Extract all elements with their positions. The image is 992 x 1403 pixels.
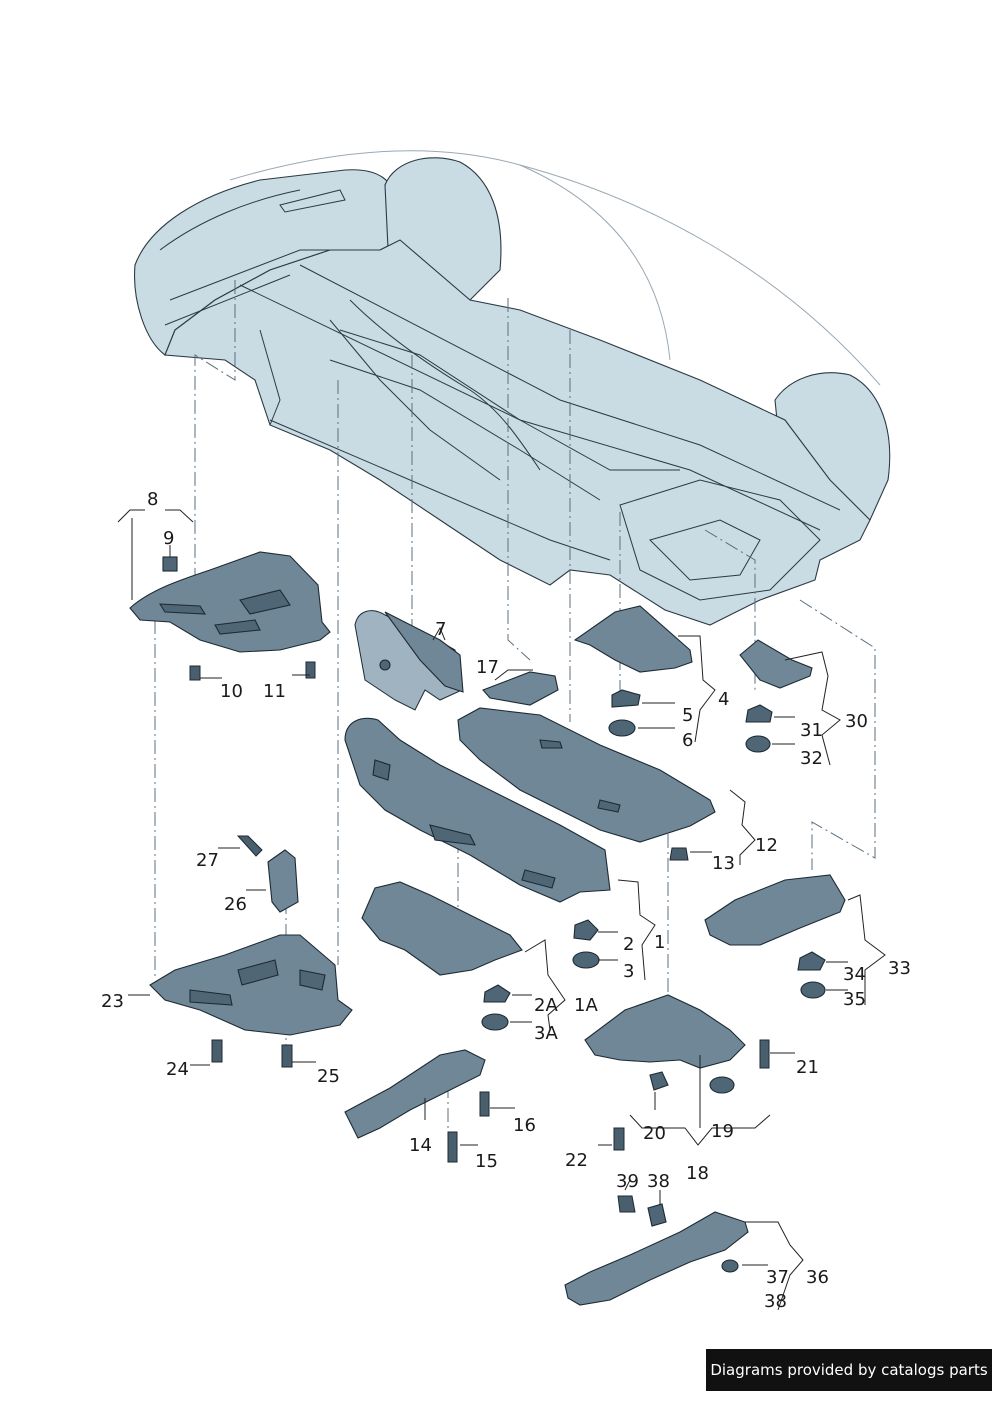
callout-1A: 1A <box>574 995 598 1016</box>
part-30-cover <box>739 639 813 753</box>
callout-7: 7 <box>435 619 446 640</box>
leader-lines <box>117 509 886 1311</box>
callout-2A: 2A <box>534 995 558 1016</box>
callout-17: 17 <box>476 657 499 678</box>
callout-9: 9 <box>163 528 174 549</box>
callout-4: 4 <box>718 689 729 710</box>
callout-30: 30 <box>845 711 868 732</box>
part-4-cover <box>573 605 693 737</box>
callout-labels: 8 9 10 11 7 17 5 4 6 31 30 32 12 13 1 2 … <box>101 489 911 1312</box>
vehicle-underbody <box>134 150 891 626</box>
callout-37: 37 <box>766 1267 789 1288</box>
callout-24: 24 <box>166 1059 189 1080</box>
part-26-bracket <box>236 835 299 913</box>
callout-33: 33 <box>888 958 911 979</box>
callout-3: 3 <box>623 961 634 982</box>
callout-10: 10 <box>220 681 243 702</box>
callout-20: 20 <box>643 1123 666 1144</box>
callout-35: 35 <box>843 989 866 1010</box>
part-23-front-guard <box>149 934 353 1068</box>
part-17-bracket <box>482 671 559 706</box>
part-14-panel <box>344 1049 490 1163</box>
callout-18: 18 <box>686 1163 709 1184</box>
callout-3A: 3A <box>534 1023 558 1044</box>
callout-11: 11 <box>263 681 286 702</box>
callout-31: 31 <box>800 720 823 741</box>
callout-25: 25 <box>317 1066 340 1087</box>
callout-6: 6 <box>682 730 693 751</box>
callout-21: 21 <box>796 1057 819 1078</box>
callout-13: 13 <box>712 853 735 874</box>
reference-lines <box>154 280 876 1140</box>
callout-32: 32 <box>800 748 823 769</box>
callout-14: 14 <box>409 1135 432 1156</box>
callout-16: 16 <box>513 1115 536 1136</box>
callout-5: 5 <box>682 705 693 726</box>
callout-23: 23 <box>101 991 124 1012</box>
attribution-text: Diagrams provided by catalogs parts <box>710 1361 988 1379</box>
part-12-side-panel <box>457 707 716 861</box>
callout-19: 19 <box>711 1121 734 1142</box>
attribution-badge: Diagrams provided by catalogs parts <box>706 1349 992 1391</box>
callout-2: 2 <box>623 934 634 955</box>
part-1-tunnel-panel <box>344 717 611 969</box>
part-36-panel <box>564 1195 749 1306</box>
part-33-panel <box>704 874 846 999</box>
callout-38-bottom: 38 <box>764 1291 787 1312</box>
part-1A-panel <box>361 881 523 1031</box>
callout-15: 15 <box>475 1151 498 1172</box>
callout-34: 34 <box>843 964 866 985</box>
part-8-rear-guard <box>129 551 331 681</box>
callout-12: 12 <box>755 835 778 856</box>
callout-22: 22 <box>565 1150 588 1171</box>
callout-8: 8 <box>147 489 158 510</box>
callout-26: 26 <box>224 894 247 915</box>
part-18-panel <box>584 994 770 1151</box>
callout-38-top: 38 <box>647 1171 670 1192</box>
callout-36: 36 <box>806 1267 829 1288</box>
part-7-heat-shield <box>354 610 464 711</box>
callout-27: 27 <box>196 850 219 871</box>
callout-1: 1 <box>654 932 665 953</box>
callout-39: 39 <box>616 1171 639 1192</box>
